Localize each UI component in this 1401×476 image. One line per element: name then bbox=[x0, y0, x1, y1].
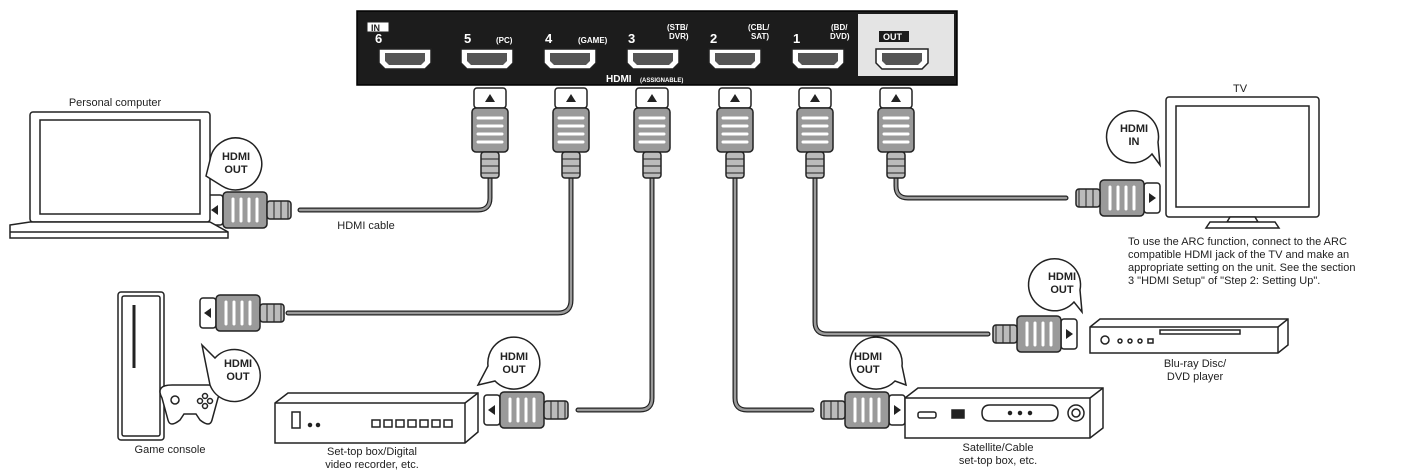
label-set-top-box-line2: video recorder, etc. bbox=[325, 459, 419, 471]
arc-note-line1: To use the ARC function, connect to the … bbox=[1128, 236, 1347, 248]
cable-bd bbox=[812, 172, 991, 337]
cable-game bbox=[285, 172, 574, 316]
laptop-icon bbox=[9, 111, 229, 239]
port-1-number: 1 bbox=[793, 31, 800, 46]
bubble-tv-line2: IN bbox=[1129, 136, 1140, 148]
hdmi-port-1 bbox=[791, 48, 845, 70]
bubble-game: HDMI OUT bbox=[200, 342, 261, 403]
tv-icon bbox=[1165, 96, 1320, 229]
port-2-tag-line2: SAT) bbox=[751, 32, 769, 41]
panel-caption-sub: (ASSIGNABLE) bbox=[640, 78, 683, 84]
label-tv: TV bbox=[1232, 83, 1248, 95]
bubble-bd-line2: OUT bbox=[1050, 284, 1074, 296]
plug-port-1 bbox=[795, 86, 835, 180]
port-3-tag-line1: (STB/ bbox=[667, 23, 689, 32]
port-4-number: 4 bbox=[545, 31, 553, 46]
set-top-box-icon bbox=[274, 392, 479, 444]
label-set-top-box-line1: Set-top box/Digital bbox=[327, 446, 417, 458]
bubble-pc-line1: HDMI bbox=[222, 151, 250, 163]
hdmi-port-2 bbox=[708, 48, 762, 70]
hdmi-cables bbox=[285, 172, 1069, 413]
bluray-player-icon bbox=[1089, 318, 1289, 354]
plug-stb bbox=[482, 390, 570, 430]
label-bluray-player: Blu-ray Disc/ DVD player bbox=[1140, 358, 1250, 384]
hdmi-port-4 bbox=[543, 48, 597, 70]
bubble-pc: HDMI OUT bbox=[205, 137, 263, 191]
bubble-stb-line2: OUT bbox=[502, 364, 526, 376]
output-tag: OUT bbox=[883, 32, 903, 42]
label-bluray-player-line2: DVD player bbox=[1166, 371, 1224, 383]
label-set-top-box: Set-top box/Digital video recorder, etc. bbox=[292, 446, 452, 472]
plug-port-out bbox=[876, 86, 916, 180]
cable-stb bbox=[575, 172, 655, 413]
arc-note-line3: appropriate setting on the unit. See the… bbox=[1128, 262, 1356, 274]
bubble-game-line1: HDMI bbox=[224, 358, 252, 370]
game-console-icon bbox=[117, 291, 221, 441]
cable-pc bbox=[297, 172, 493, 213]
cable-sat bbox=[732, 172, 815, 413]
arc-note-line2: compatible HDMI jack of the TV and make … bbox=[1128, 249, 1350, 261]
port-5-number: 5 bbox=[464, 31, 471, 46]
bubble-tv: HDMI IN bbox=[1105, 110, 1161, 168]
label-satellite-box-line1: Satellite/Cable bbox=[962, 442, 1034, 454]
plug-pc bbox=[205, 190, 293, 230]
hdmi-port-3 bbox=[626, 48, 680, 70]
input-tag: IN bbox=[371, 23, 380, 33]
plug-port-2 bbox=[715, 86, 755, 180]
hdmi-port-5 bbox=[460, 48, 514, 70]
port-1-tag-line1: (BD/ bbox=[831, 23, 848, 32]
hdmi-port-6 bbox=[378, 48, 432, 70]
arc-note: To use the ARC function, connect to the … bbox=[1128, 236, 1398, 288]
bubble-stb: HDMI OUT bbox=[476, 336, 541, 390]
hdmi-port-out bbox=[875, 48, 929, 70]
bubble-tv-line1: HDMI bbox=[1120, 123, 1148, 135]
bubble-stb-line1: HDMI bbox=[500, 351, 528, 363]
plug-game bbox=[198, 293, 286, 333]
bubble-bd: HDMI OUT bbox=[1027, 258, 1083, 315]
port-5-tag: (PC) bbox=[496, 36, 513, 45]
plug-sat bbox=[819, 390, 907, 430]
cable-tv bbox=[893, 172, 1069, 201]
bubble-game-line2: OUT bbox=[226, 371, 250, 383]
bubble-pc-line2: OUT bbox=[224, 164, 248, 176]
plug-port-5 bbox=[470, 86, 510, 180]
receiver-hdmi-panel: IN OUT 6 5 (PC) 4 (GAME) 3 (STB/ DVR) 2 … bbox=[356, 10, 958, 86]
arc-note-line4: 3 "HDMI Setup" of "Step 2: Setting Up". bbox=[1128, 275, 1321, 287]
port-6-number: 6 bbox=[375, 31, 382, 46]
label-hdmi-cable: HDMI cable bbox=[337, 220, 395, 232]
bubble-bd-line1: HDMI bbox=[1048, 271, 1076, 283]
label-satellite-box: Satellite/Cable set-top box, etc. bbox=[928, 442, 1068, 468]
bubble-sat-line1: HDMI bbox=[854, 351, 882, 363]
port-2-tag-line1: (CBL/ bbox=[748, 23, 770, 32]
label-satellite-box-line2: set-top box, etc. bbox=[958, 455, 1038, 467]
satellite-box-icon bbox=[904, 387, 1104, 439]
label-bluray-player-line1: Blu-ray Disc/ bbox=[1163, 358, 1227, 370]
port-2-number: 2 bbox=[710, 31, 717, 46]
plug-tv bbox=[1074, 178, 1162, 218]
plug-port-4 bbox=[551, 86, 591, 180]
panel-caption: HDMI bbox=[606, 74, 632, 85]
bubble-sat: HDMI OUT bbox=[849, 336, 908, 390]
plug-port-3 bbox=[632, 86, 672, 180]
port-3-tag-line2: DVR) bbox=[669, 32, 689, 41]
label-personal-computer: Personal computer bbox=[68, 97, 162, 109]
plug-bd bbox=[991, 314, 1079, 354]
bubble-sat-line2: OUT bbox=[856, 364, 880, 376]
port-4-tag: (GAME) bbox=[578, 36, 608, 45]
label-game-console: Game console bbox=[134, 444, 206, 456]
port-3-number: 3 bbox=[628, 31, 635, 46]
port-1-tag-line2: DVD) bbox=[830, 32, 850, 41]
